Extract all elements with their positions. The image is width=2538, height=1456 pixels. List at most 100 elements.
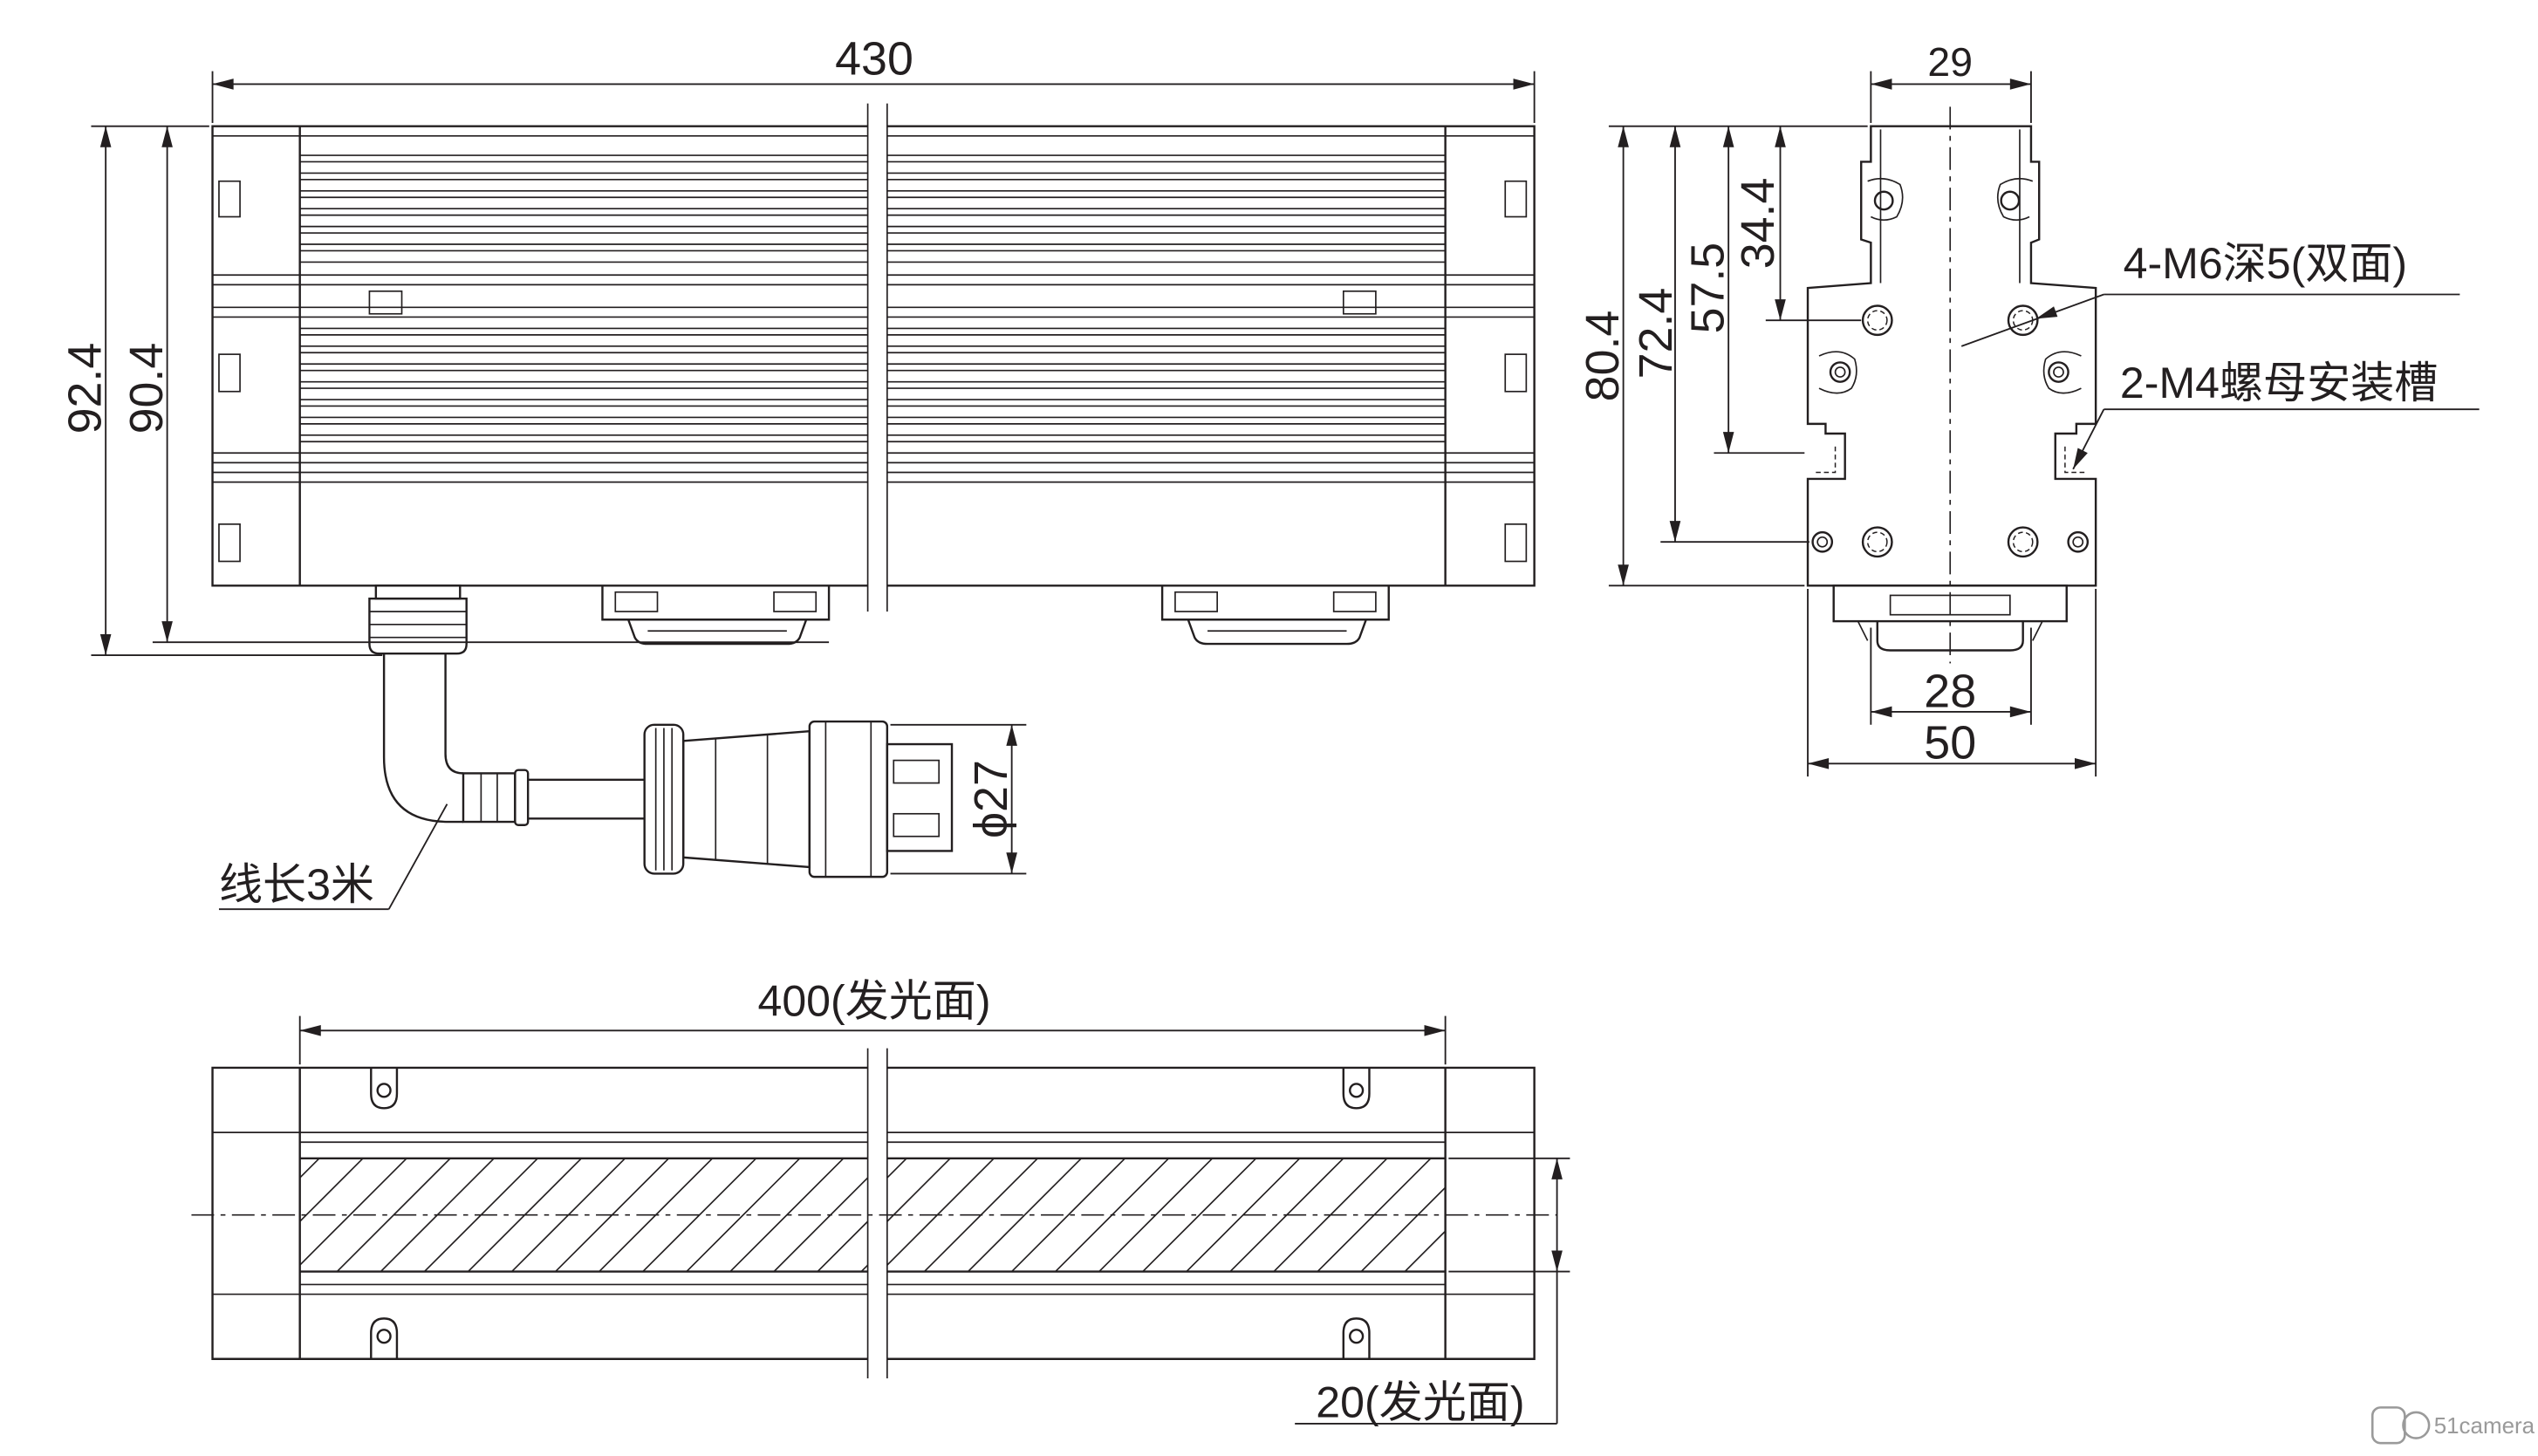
- m6-hole: [1861, 304, 1893, 337]
- cap-notch: [1504, 353, 1528, 393]
- connector-end: [886, 742, 954, 852]
- hatch-line: [860, 1264, 869, 1273]
- arrowhead: [1006, 852, 1017, 874]
- mounting-ear-hole: [1349, 1329, 1365, 1344]
- leader-line: [387, 803, 448, 910]
- dim-label-57-5: 57.5: [1682, 243, 1734, 334]
- top-tab: [368, 290, 403, 315]
- mounting-ear-hole: [1349, 1083, 1365, 1098]
- arrowhead: [1551, 1250, 1563, 1272]
- logo-lens-icon: [2402, 1411, 2431, 1439]
- cable-assembly: [368, 584, 954, 878]
- arrowhead: [2075, 757, 2097, 769]
- hatch-line: [1011, 1158, 1126, 1273]
- arrowhead: [1775, 299, 1786, 321]
- cable-gland-body: [368, 597, 468, 655]
- hatch-line: [773, 1177, 869, 1273]
- side-bracket: [1832, 584, 2068, 623]
- dim-label-hole-spacing: 28: [1924, 665, 1976, 717]
- m6-thread: [1866, 310, 1888, 332]
- side-hole-inner: [2053, 366, 2064, 378]
- cap-notch: [218, 523, 241, 563]
- mounting-ear: [370, 1317, 399, 1359]
- arrowhead: [1722, 126, 1734, 147]
- bottom-view: [191, 1048, 1557, 1378]
- arrowhead: [99, 633, 112, 656]
- arrowhead: [1513, 79, 1535, 90]
- cable-straight: [528, 778, 645, 820]
- mounting-ear: [1342, 1067, 1371, 1110]
- arrowhead: [1669, 521, 1681, 543]
- bottom-band-line: [212, 1131, 1535, 1295]
- watermark-logo: 51camera: [2370, 1406, 2535, 1445]
- logo-text: 51camera: [2434, 1412, 2535, 1439]
- dim-label-connector-diameter: ϕ27: [965, 760, 1017, 838]
- front-view: [211, 103, 1536, 878]
- hatch-line: [1404, 1230, 1447, 1273]
- nut-slot-marker: [2064, 446, 2088, 474]
- hatch-line: [817, 1220, 869, 1273]
- arrowhead: [1722, 432, 1734, 454]
- arrowhead: [299, 1024, 321, 1036]
- m6-thread: [2012, 531, 2034, 553]
- m6-hole: [1861, 526, 1893, 558]
- dim-label-body-height: 90.4: [120, 343, 173, 434]
- arrowhead: [2035, 306, 2058, 319]
- upper-hole-boss: [1996, 177, 2034, 222]
- leader-line: [1960, 293, 2104, 347]
- bracket-clip: [627, 619, 808, 646]
- bracket-slot: [1174, 591, 1218, 612]
- upper-hole: [1873, 190, 1894, 211]
- note-threaded-holes: 4-M6深5(双面): [2124, 239, 2407, 288]
- bracket-outline: [601, 585, 831, 621]
- hatch-line: [886, 1158, 995, 1266]
- cable-sleeve: [462, 772, 516, 824]
- side-connector-top: [1889, 594, 2011, 616]
- dim-label-length: 430: [835, 32, 913, 85]
- dimension-lines: [91, 71, 2480, 1425]
- m6-thread: [1866, 531, 1888, 553]
- hatch-line: [1360, 1186, 1447, 1273]
- hatch-line: [299, 1158, 407, 1266]
- hatch-line: [967, 1158, 1082, 1273]
- bracket-outline: [1160, 585, 1390, 621]
- mounting-ear-hole: [376, 1083, 392, 1098]
- side-profile-outline: [1806, 125, 2097, 587]
- hatch-line: [686, 1158, 801, 1273]
- hatch-line: [299, 1158, 320, 1179]
- dim-label-emitting-length: 400(发光面): [757, 977, 990, 1026]
- bracket-clip: [1187, 619, 1367, 646]
- arrowhead: [161, 126, 173, 147]
- m6-hole: [2007, 526, 2039, 558]
- upper-hole: [2000, 190, 2021, 211]
- side-clip: [1857, 620, 2043, 641]
- arrowhead: [2073, 448, 2088, 469]
- note-cable-length: 线长3米: [219, 860, 374, 909]
- mounting-bracket-right: [1160, 585, 1390, 646]
- arrowhead: [2009, 79, 2031, 90]
- arrowhead: [1871, 706, 1892, 718]
- side-hole: [2048, 361, 2069, 383]
- mounting-ear: [1342, 1317, 1371, 1359]
- side-hole: [1829, 361, 1851, 383]
- arrowhead: [2009, 706, 2031, 718]
- side-hole-inner: [2072, 536, 2084, 548]
- note-nut-slots: 2-M4螺母安装槽: [2120, 359, 2438, 407]
- arrowhead: [1808, 757, 1830, 769]
- bracket-slot: [773, 591, 817, 612]
- arrowhead: [1006, 724, 1017, 746]
- arrowhead: [1551, 1158, 1563, 1179]
- mounting-bracket-left: [601, 585, 831, 646]
- side-hole: [1811, 530, 1834, 553]
- side-hole: [2067, 530, 2090, 553]
- dim-label-overall-height: 92.4: [59, 343, 112, 434]
- connector-coupling: [808, 720, 889, 878]
- arrowhead: [1618, 126, 1629, 147]
- bracket-slot: [614, 591, 659, 612]
- dim-label-top-width: 29: [1927, 39, 1973, 85]
- cable-elbow-inner: [444, 653, 464, 775]
- side-hole-boss: [1818, 351, 1857, 394]
- dim-label-base-width: 50: [1924, 717, 1976, 769]
- side-connector: [1876, 621, 2024, 652]
